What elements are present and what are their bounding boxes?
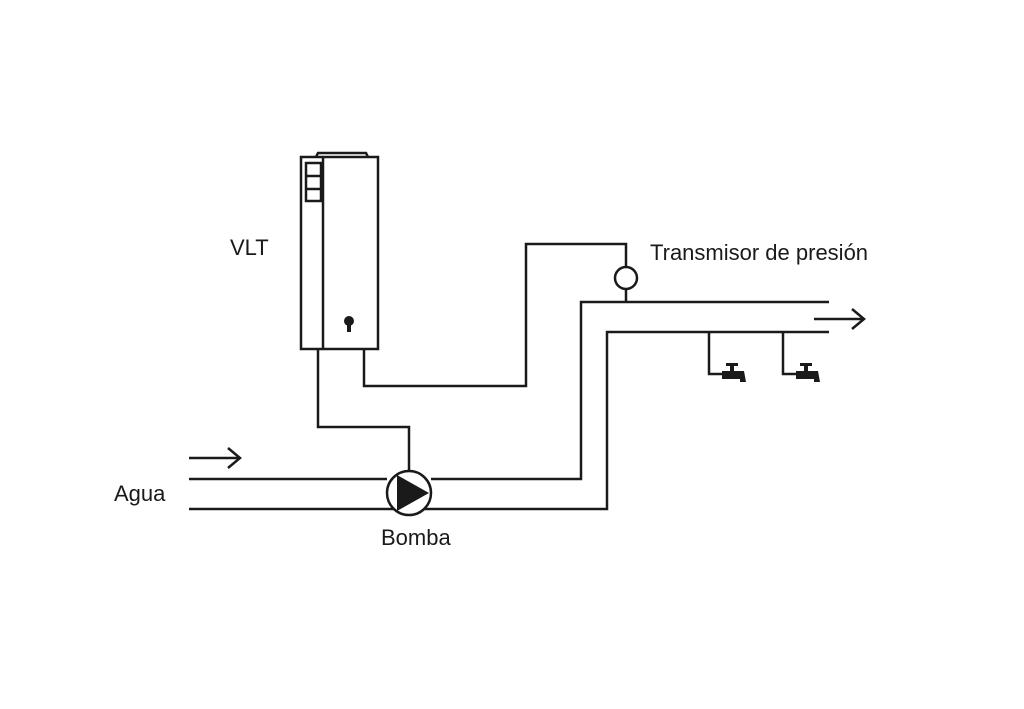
tap-branch-1 bbox=[707, 332, 724, 376]
vlt-label: VLT bbox=[230, 235, 269, 260]
tap-branch-2 bbox=[781, 332, 798, 376]
vlt-body bbox=[299, 155, 380, 351]
sensor-signal-wire bbox=[362, 242, 628, 388]
faucet-2-handle bbox=[800, 363, 812, 366]
vlt-display-panel bbox=[304, 161, 323, 203]
inlet-pipe-top-right bbox=[431, 300, 829, 481]
pipe-bottom-wall bbox=[189, 330, 829, 511]
faucet-1-body bbox=[722, 371, 738, 379]
pressure-sensor-label: Transmisor de presión bbox=[650, 240, 869, 265]
vlt-top-cap bbox=[314, 151, 370, 158]
faucet-1-handle bbox=[726, 363, 738, 366]
pressure-sensor-icon bbox=[613, 265, 639, 291]
faucet-icon bbox=[722, 363, 746, 382]
vlt-keyhole-slot bbox=[347, 321, 351, 332]
faucet-2-spout bbox=[810, 371, 820, 382]
arrow-right-icon bbox=[189, 447, 242, 469]
pump-icon bbox=[385, 469, 433, 517]
faucet-2-stem bbox=[804, 365, 808, 372]
water-label: Agua bbox=[114, 481, 166, 506]
faucet-icon-2 bbox=[796, 363, 820, 382]
pump-label: Bomba bbox=[381, 525, 451, 550]
vlt-drive-icon bbox=[299, 151, 380, 351]
outlet-arrow-head bbox=[851, 308, 866, 330]
faucet-1-spout bbox=[736, 371, 746, 382]
outlet-arrow-icon bbox=[814, 308, 866, 330]
pump-power-wire bbox=[316, 349, 411, 471]
inlet-arrow-head bbox=[227, 447, 242, 469]
faucet-2-body bbox=[796, 371, 812, 379]
pump-impeller-triangle bbox=[397, 475, 429, 511]
faucet-1-stem bbox=[730, 365, 734, 372]
